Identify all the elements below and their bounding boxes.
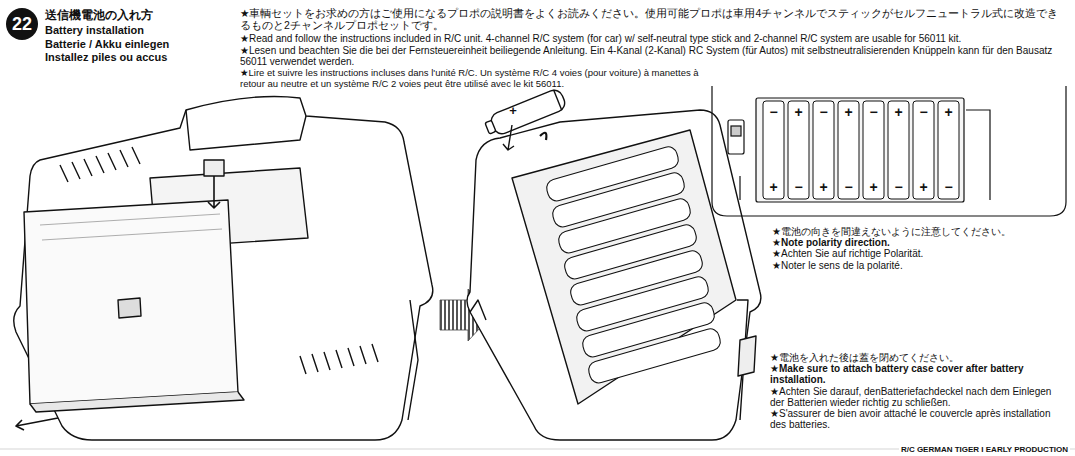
- polarity-mark: +: [842, 105, 856, 120]
- footer-text: R/C GERMAN TIGER I EARLY PRODUCTION: [899, 445, 1070, 454]
- polarity-mark: +: [506, 104, 520, 118]
- polarity-mark: +: [942, 105, 956, 120]
- note-text: ★Read and follow the instructions includ…: [240, 33, 1068, 44]
- note-text: ★車輌セットをお求めの方はご使用になるプロポの説明書をよくお読みください。使用可…: [240, 8, 1068, 32]
- polarity-mark: +: [892, 105, 906, 120]
- polarity-mark: −: [792, 180, 806, 195]
- note-text: ★Achten Sie auf richtige Polarität.: [772, 248, 1068, 259]
- polarity-mark: +: [767, 180, 781, 195]
- note-text: ★Note polarity direction.: [772, 237, 1068, 248]
- step-title: Batterie / Akku einlegen: [45, 38, 235, 50]
- step-title: Installez piles ou accus: [45, 51, 235, 63]
- cover-notes: ★電池を入れた後は蓋を閉めてください。★Make sure to attach …: [770, 352, 1068, 430]
- polarity-mark: +: [867, 180, 881, 195]
- polarity-mark: +: [792, 105, 806, 120]
- transmitter-open: [467, 88, 761, 440]
- step-number: 22: [12, 14, 32, 35]
- transmitter-closed: [14, 97, 433, 441]
- notes-block: ★車輌セットをお求めの方はご使用になるプロポの説明書をよくお読みください。使用可…: [240, 8, 1068, 89]
- polarity-mark: −: [917, 105, 931, 120]
- step-title: Battery installation: [45, 24, 235, 36]
- step-title: 送信機電池の入れ方: [45, 9, 235, 22]
- inset-view: [712, 86, 1066, 216]
- polarity-mark: −: [867, 105, 881, 120]
- note-text: ★Make sure to attach battery case cover …: [770, 363, 1068, 385]
- polarity-mark: −: [892, 180, 906, 195]
- note-text: ★Achten Sie darauf, denBatteriefachdecke…: [770, 386, 1068, 408]
- note-text: ★電池の向きを間違えないように注意してください。: [772, 226, 1068, 237]
- polarity-notes: ★電池の向きを間違えないように注意してください。★Note polarity d…: [772, 226, 1068, 271]
- note-text: ★Lire et suivre les instructions incluse…: [240, 68, 702, 89]
- note-text: ★Lesen und beachten Sie die bei der Fern…: [240, 45, 1068, 67]
- polarity-mark: −: [767, 105, 781, 120]
- polarity-mark: −: [817, 105, 831, 120]
- polarity-mark: −: [842, 180, 856, 195]
- polarity-mark: −: [942, 180, 956, 195]
- note-text: ★電池を入れた後は蓋を閉めてください。: [770, 352, 1068, 363]
- polarity-mark: +: [917, 180, 931, 195]
- polarity-mark: +: [817, 180, 831, 195]
- title-block: 送信機電池の入れ方 Battery installationBatterie / …: [45, 9, 235, 63]
- note-text: ★Noter le sens de la polarité.: [772, 260, 1068, 271]
- note-text: ★S'assurer de bien avoir attaché le couv…: [770, 408, 1068, 430]
- step-number-circle: 22: [6, 8, 38, 40]
